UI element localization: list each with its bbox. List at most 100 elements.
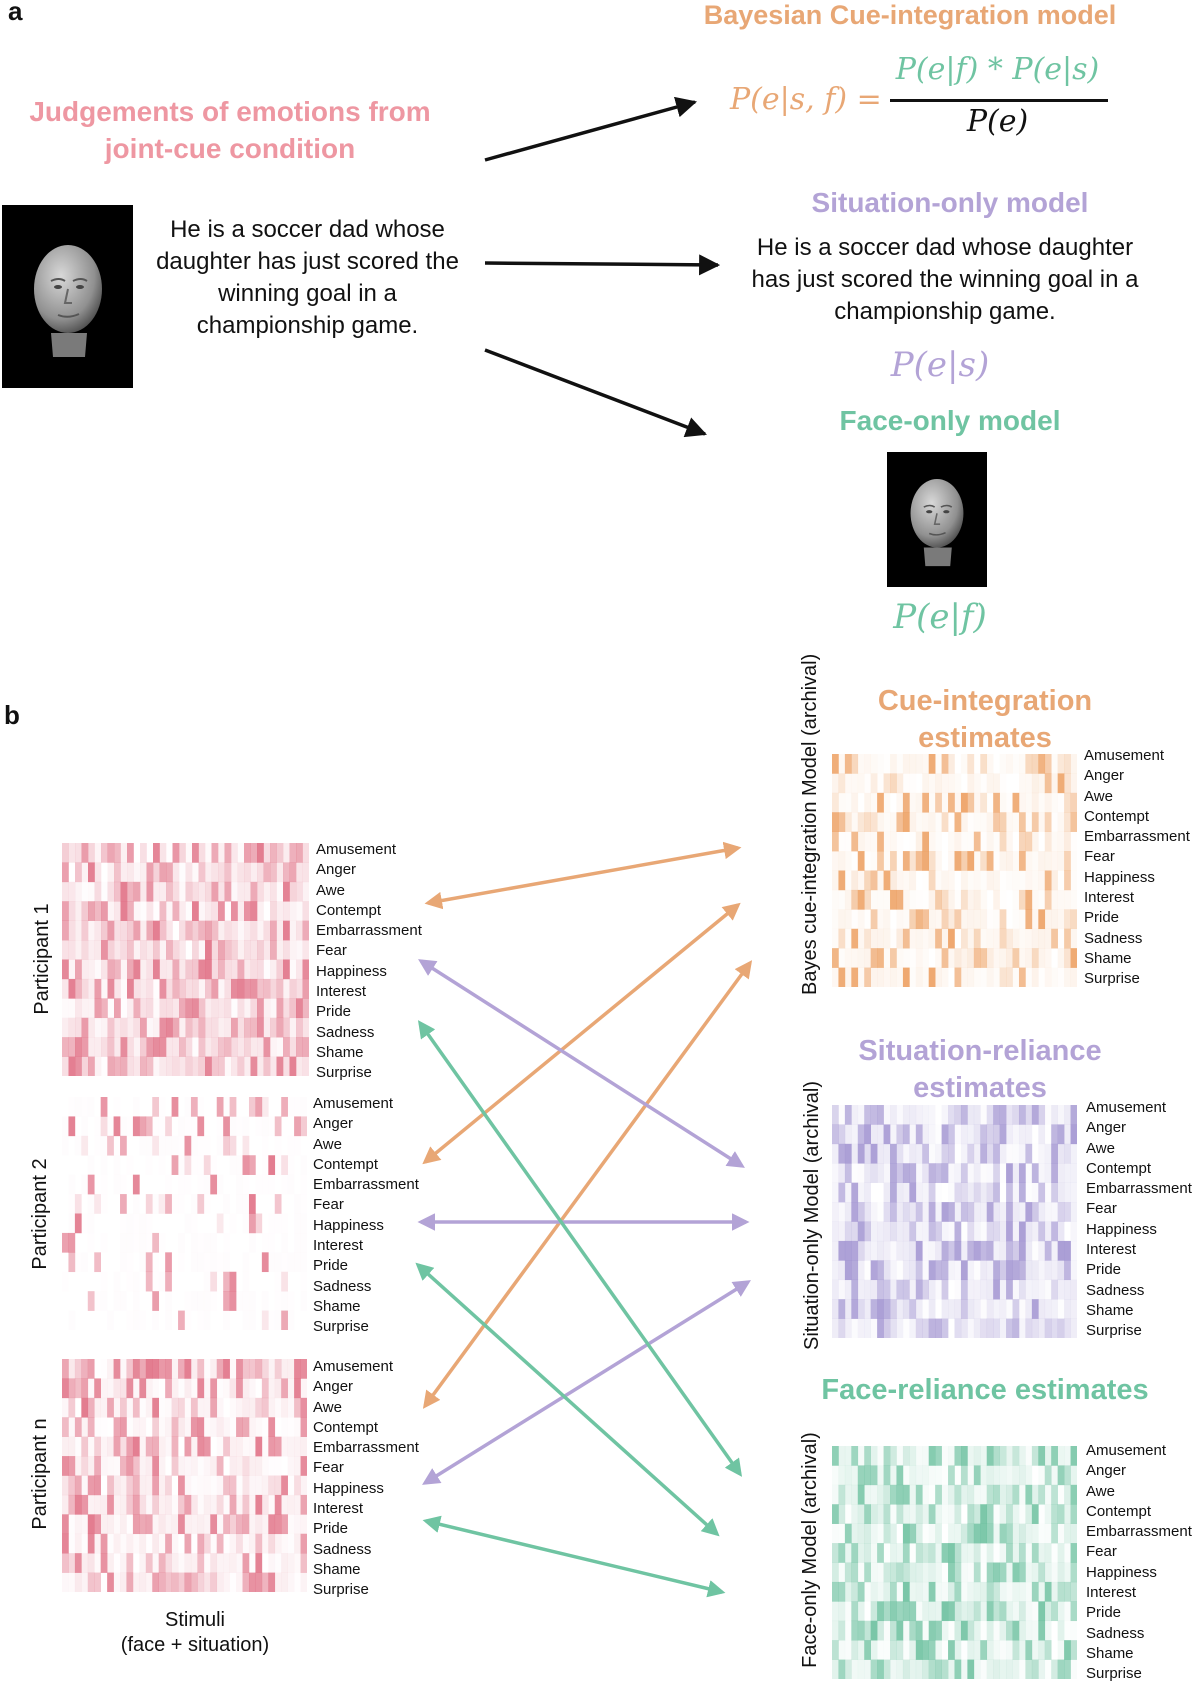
heatmap-cell <box>993 1202 1000 1222</box>
heatmap-cell <box>192 881 199 902</box>
heatmap-cell <box>223 1436 230 1457</box>
heatmap-cell <box>1051 773 1058 794</box>
heatmap-cell <box>1070 1562 1077 1583</box>
heatmap-cell <box>890 1299 897 1319</box>
heatmap-cell <box>100 1533 108 1554</box>
heatmap-cell <box>172 940 180 960</box>
heatmap-cell <box>922 948 930 968</box>
heatmap-cell <box>75 920 82 941</box>
heatmap-cell <box>87 1572 95 1592</box>
cue-integration-estimates-title: Cue-integration estimates <box>877 685 1093 754</box>
emotion-label: Happiness <box>1086 1563 1157 1581</box>
heatmap-cell <box>1031 1318 1039 1338</box>
heatmap-cell <box>198 920 206 941</box>
heatmap-cell <box>941 1659 949 1679</box>
heatmap-cell <box>967 851 975 871</box>
heatmap-cell <box>192 1017 199 1038</box>
heatmap-cell <box>928 870 936 891</box>
heatmap-cell <box>993 1143 1000 1164</box>
heatmap-cell <box>928 1124 936 1145</box>
bayes-model-title: Bayesian Cue-integration model <box>703 0 1117 30</box>
heatmap-cell <box>844 1182 852 1203</box>
heatmap-cell <box>915 1620 923 1641</box>
heatmap-cell <box>283 901 290 921</box>
heatmap-cell <box>844 754 852 774</box>
heatmap-cell <box>268 1494 276 1515</box>
heatmap-cell <box>263 1056 271 1076</box>
heatmap-cell <box>928 1620 936 1641</box>
heatmap-cell <box>216 1097 224 1117</box>
heatmap-cell <box>255 1494 263 1515</box>
heatmap-cell <box>184 1135 192 1156</box>
heatmap-cell <box>993 1279 1000 1300</box>
heatmap-cell <box>864 870 871 891</box>
heatmap-cell <box>300 1456 307 1476</box>
heatmap-cell <box>967 1640 975 1660</box>
heatmap-cell <box>857 1465 865 1486</box>
heatmap-cell <box>152 1291 160 1311</box>
heatmap-cell <box>1057 851 1065 871</box>
heatmap-cell <box>145 1378 153 1399</box>
heatmap-cell <box>973 792 981 813</box>
heatmap-cell <box>75 978 82 999</box>
heatmap-cell <box>263 843 271 863</box>
heatmap-cell <box>832 851 839 871</box>
heatmap-cell <box>248 1397 256 1418</box>
heatmap-cell <box>198 881 206 902</box>
heatmap-cell <box>909 1318 917 1338</box>
heatmap-cell <box>289 978 297 999</box>
heatmap-cell <box>993 889 1000 910</box>
heatmap-cell <box>890 1202 897 1222</box>
heatmap-cell <box>896 1163 904 1183</box>
heatmap-cell <box>87 1533 95 1554</box>
heatmap-cell <box>94 843 102 863</box>
heatmap-cell <box>877 1523 884 1544</box>
heatmap-cell <box>941 1105 949 1125</box>
heatmap-cell <box>960 1124 968 1145</box>
heatmap-cell <box>1051 1601 1058 1622</box>
heatmap-cell <box>1018 812 1026 832</box>
heatmap-cell <box>954 1446 962 1466</box>
heatmap-cell <box>870 851 878 871</box>
heatmap-cell <box>851 792 859 813</box>
heatmap-cell <box>139 1533 147 1554</box>
heatmap-cell <box>107 1514 114 1535</box>
heatmap-cell <box>94 1456 101 1476</box>
heatmap-cell <box>171 1417 179 1437</box>
heatmap-cell <box>948 1202 955 1222</box>
heatmap-cell <box>941 870 949 891</box>
heatmap-cell <box>185 959 193 980</box>
heatmap-cell <box>270 920 277 941</box>
heatmap-cell <box>250 920 258 941</box>
heatmap-cell <box>954 1581 962 1602</box>
heatmap-cell <box>62 920 69 941</box>
heatmap-cell <box>172 1056 180 1076</box>
heatmap-cell <box>229 1514 237 1535</box>
heatmap-cell <box>250 1056 258 1076</box>
emotion-label: Contempt <box>316 901 382 919</box>
heatmap-cell <box>1051 1581 1058 1602</box>
heatmap-cell <box>851 812 859 832</box>
heatmap-cell <box>198 901 206 921</box>
heatmap-cell <box>216 1494 224 1515</box>
heatmap-cell <box>81 1017 89 1038</box>
heatmap-cell <box>248 1378 256 1399</box>
heatmap-cell <box>1031 889 1039 910</box>
heatmap-cell <box>166 998 173 1019</box>
heatmap-cell <box>967 1221 975 1242</box>
heatmap-cell <box>152 1135 160 1156</box>
heatmap-cell <box>294 1514 301 1535</box>
heatmap-cell <box>832 1601 839 1622</box>
heatmap-cell <box>935 1543 942 1563</box>
heatmap-cell <box>1038 1465 1046 1486</box>
heatmap-cell <box>274 1116 282 1137</box>
heatmap-cell <box>890 831 897 852</box>
heatmap-cell <box>87 1514 95 1535</box>
heatmap-cell <box>948 1543 955 1563</box>
heatmap-cell <box>1038 1543 1046 1563</box>
heatmap-cell <box>152 1436 160 1457</box>
heatmap-cell <box>1031 812 1039 832</box>
heatmap-cell <box>145 1514 153 1535</box>
heatmap-cell <box>281 1271 288 1292</box>
heatmap-cell <box>883 1659 891 1679</box>
